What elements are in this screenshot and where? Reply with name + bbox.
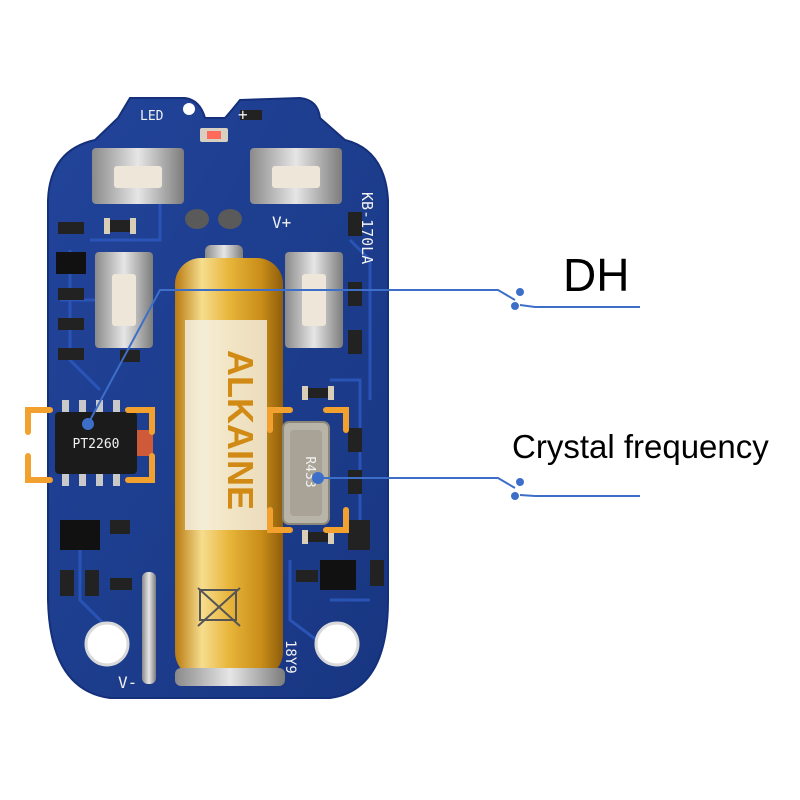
diode (137, 430, 153, 456)
battery-brand: ALKAINE (220, 350, 261, 510)
mount-hole-left (84, 621, 130, 667)
mount-hole-right (314, 621, 360, 667)
battery-contact-bottom (175, 668, 285, 686)
callout-label-crystal-frequency: Crystal frequency (512, 428, 769, 465)
crystal-oscillator: R433 (282, 421, 330, 525)
led-component (200, 128, 228, 142)
solder-pad (185, 209, 209, 229)
solder-pad (218, 209, 242, 229)
chip-label: PT2260 (73, 437, 120, 452)
crystal-highlight-bracket (267, 407, 349, 533)
silk-model: KB-170LA (358, 192, 376, 264)
wire-link (142, 572, 156, 684)
smd-components (56, 110, 384, 596)
callout-line-dh (82, 288, 640, 430)
silk-date: 18Y9 (282, 640, 298, 674)
button-left (95, 252, 153, 348)
chip-highlight-bracket (25, 407, 155, 483)
button-right (285, 252, 343, 348)
button-top-left (92, 148, 184, 204)
pt2260-chip: PT2260 (55, 400, 137, 486)
battery: ALKAINE (175, 258, 283, 678)
silk-vplus: V+ (272, 213, 291, 232)
smd-pads (104, 218, 334, 544)
small-hole (183, 103, 195, 115)
silk-led: LED (140, 109, 164, 124)
silk-vminus: V- (118, 673, 137, 692)
callout-line-crystal (312, 472, 640, 500)
silk-plus: + (238, 105, 248, 124)
callout-label-dh: DH (563, 249, 630, 301)
button-top-right (250, 148, 342, 204)
